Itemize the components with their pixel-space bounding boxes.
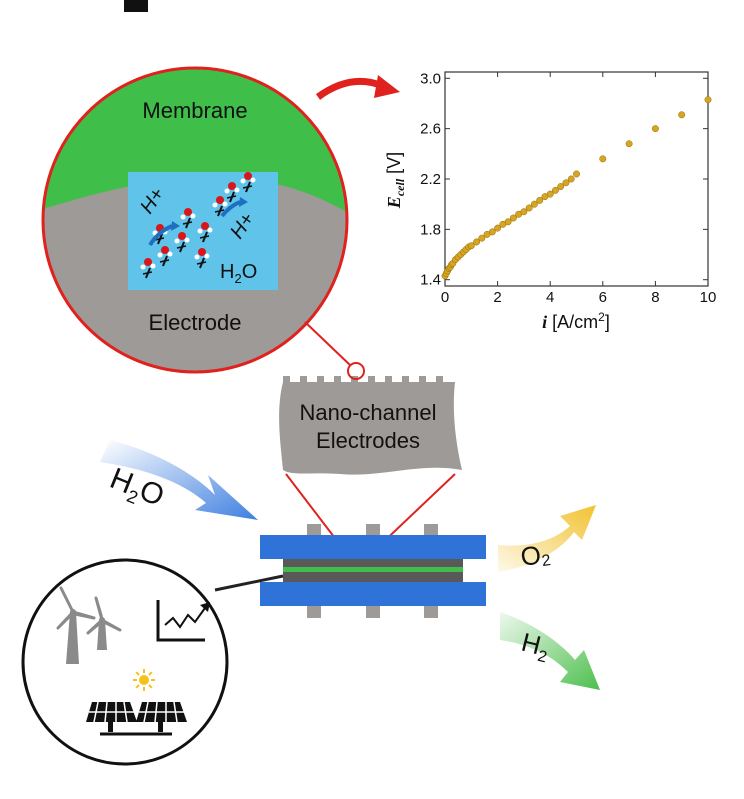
price-chart-icon [156, 600, 210, 642]
data-point [567, 175, 575, 183]
oxygen-label: O2 [519, 538, 552, 573]
proton-hop-arrow-head [239, 197, 248, 207]
nano-electrode-callout: Nano-channel Electrodes [279, 362, 462, 475]
x-tick-label: 8 [651, 289, 659, 306]
data-point [520, 208, 528, 216]
proton-hop-arrow [148, 224, 173, 247]
y-axis-label: Ecell [V] [384, 152, 407, 209]
data-point [562, 179, 570, 187]
data-point [504, 218, 512, 226]
membrane-layer [283, 567, 463, 572]
proton-hop-arrow-head [171, 221, 180, 231]
water-molecule [240, 172, 256, 193]
oxygen-output-arrow: O2 [498, 505, 596, 573]
sun-icon [133, 669, 155, 691]
anode-layer [283, 559, 463, 567]
cropped-glyph [124, 0, 148, 12]
water-molecule [224, 182, 240, 203]
top-bipolar-plate [260, 535, 486, 559]
water-molecule [140, 258, 156, 279]
data-point [509, 214, 517, 222]
bottom-bipolar-plate [260, 582, 486, 606]
water-molecule [157, 246, 173, 267]
data-point [625, 140, 633, 148]
flow-channel-rib [366, 606, 380, 618]
electrode-cross-section [279, 376, 462, 475]
x-tick-label: 4 [546, 289, 554, 306]
electrolyzer-cell [260, 524, 486, 618]
water-molecule [180, 208, 196, 229]
flow-channel-rib [307, 524, 321, 536]
water-molecule [197, 222, 213, 243]
water-molecule [174, 232, 190, 253]
data-point [651, 125, 659, 133]
data-point [573, 170, 580, 178]
callout-line1: Nano-channel [300, 400, 437, 425]
y-tick-label: 1.4 [420, 272, 441, 289]
flow-channel-rib [424, 606, 438, 618]
data-point [546, 190, 554, 198]
membrane-region [43, 68, 347, 220]
zoom-circle: H+ H+ H2O Membrane Electrode [41, 66, 349, 374]
data-point [525, 204, 533, 212]
y-tick-label: 2.2 [420, 171, 441, 188]
data-point [536, 196, 544, 204]
flow-channel-rib [366, 524, 380, 536]
data-point [478, 234, 486, 242]
callout-line2: Electrodes [316, 428, 420, 453]
electrode-label: Electrode [149, 310, 242, 335]
x-tick-label: 0 [441, 289, 449, 306]
data-point [557, 183, 565, 191]
water-input-arrow: H2O [100, 440, 258, 520]
y-tick-label: 3.0 [420, 70, 441, 87]
solar-panel-icon [86, 701, 137, 732]
axis-ticks: 0 2 4 6 8 10 1.4 1.8 2.2 2.6 3.0 [420, 70, 716, 306]
callout-line [304, 321, 351, 366]
data-point [467, 242, 475, 250]
water-channel [128, 172, 278, 290]
wind-turbine-icon [56, 586, 96, 664]
power-connector [214, 574, 284, 592]
data-point [473, 238, 481, 246]
x-tick-label: 2 [493, 289, 501, 306]
flow-channel-rib [307, 606, 321, 618]
water-molecule [212, 196, 228, 217]
flow-channel-rib [424, 524, 438, 536]
zoom-marker [347, 362, 365, 380]
wind-turbine-icon [86, 596, 122, 650]
x-tick-label: 10 [700, 289, 717, 306]
data-point [488, 228, 496, 236]
cathode-layer [283, 572, 463, 582]
water-label: H2O [220, 261, 257, 286]
data-point [678, 111, 686, 119]
data-point [530, 200, 538, 208]
data-point [704, 96, 712, 104]
hydrogen-output-arrow: H2 [500, 612, 600, 690]
proton-hop-arrow [220, 200, 241, 218]
red-arrow-head [374, 75, 400, 98]
x-axis-label: i [A/cm2] [542, 310, 610, 332]
membrane-label: Membrane [142, 98, 247, 123]
y-tick-label: 1.8 [420, 221, 441, 238]
data-point [599, 155, 607, 163]
data-series [441, 96, 712, 280]
solar-panel-icon [136, 701, 187, 732]
data-point [494, 224, 502, 232]
water-molecules [140, 172, 256, 279]
plot-frame [444, 71, 709, 287]
zoom-circle-border [41, 66, 349, 374]
polarization-chart: 0 2 4 6 8 10 1.4 1.8 2.2 2.6 3.0 Ecell [V] i [A/cm… [384, 70, 716, 332]
y-tick-label: 2.6 [420, 121, 441, 138]
water-molecule [194, 248, 210, 269]
renewable-sources-circle [21, 558, 229, 766]
x-tick-label: 6 [599, 289, 607, 306]
data-point [552, 186, 559, 194]
